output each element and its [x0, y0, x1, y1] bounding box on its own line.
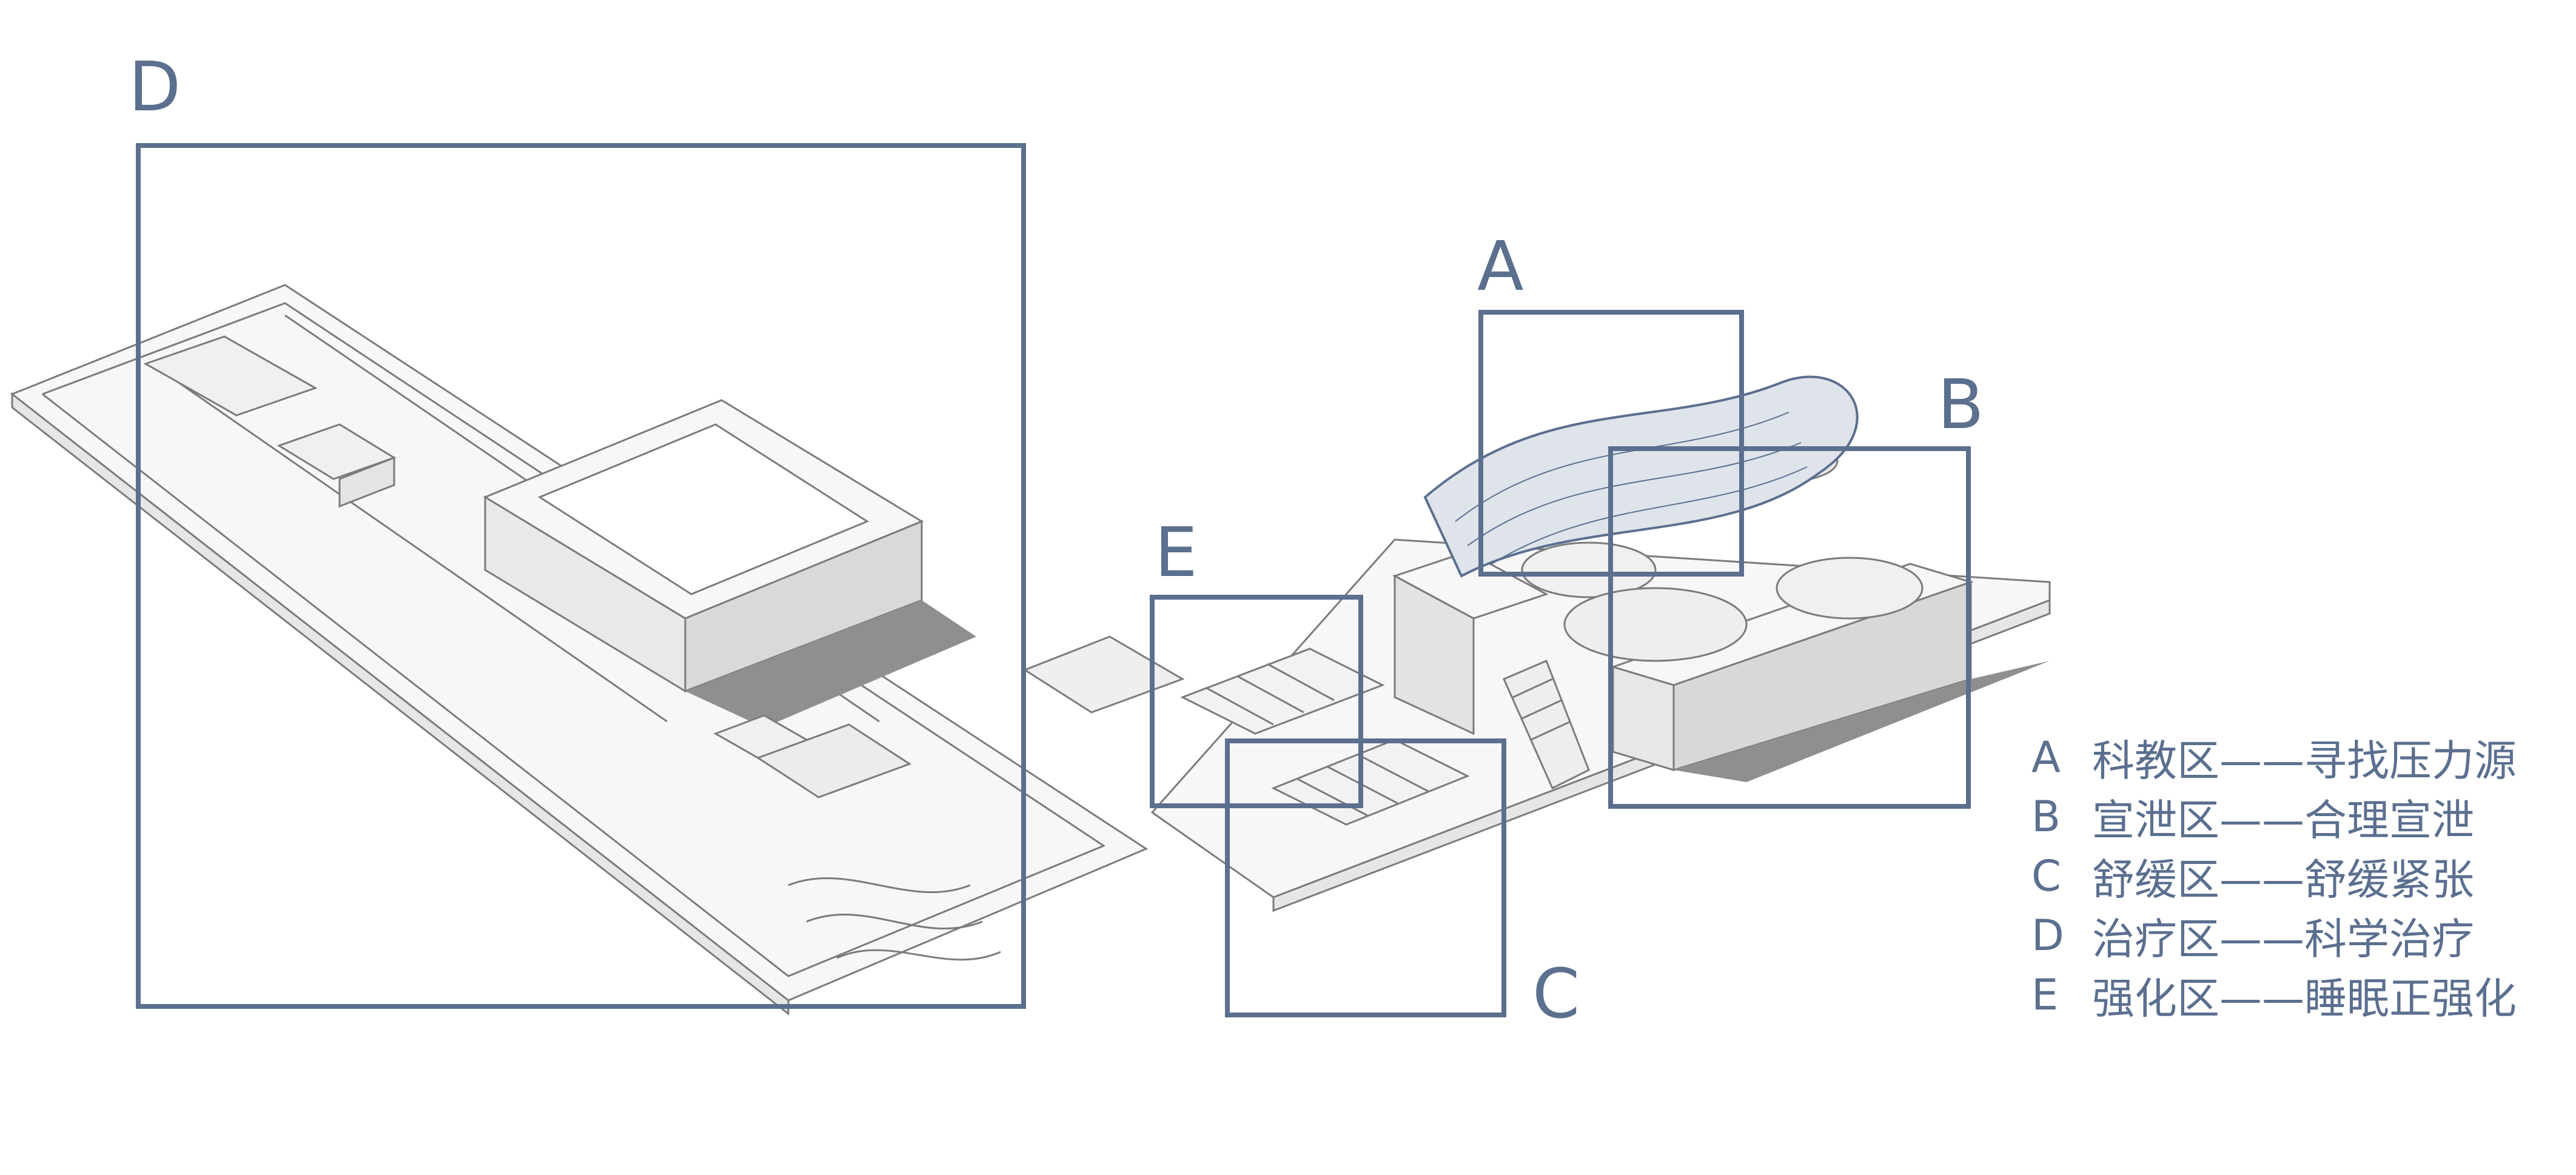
legend-text: 舒缓区——舒缓紧张: [2092, 854, 2474, 905]
garden-wave-1: [788, 877, 971, 894]
round-platform-1: [1521, 541, 1657, 598]
right-long-block-shadow: [1674, 661, 2050, 782]
left-site-platform: [10, 284, 1149, 1002]
wave-canopy: [1423, 375, 1859, 578]
legend-key: B: [2031, 792, 2061, 842]
zone-letter-e: E: [1155, 514, 1198, 592]
legend-text: 科教区——寻找压力源: [2092, 735, 2517, 786]
left-site-platform-edge: [11, 392, 790, 1016]
legend-text: 宣泄区——合理宣泄: [2092, 795, 2474, 845]
zone-letter-a: A: [1477, 227, 1524, 306]
large-building-shadow: [685, 600, 976, 728]
zone-legend: A 科教区——寻找压力源 B 宣泄区——合理宣泄 C 舒缓区——舒缓紧张 D 治…: [2031, 728, 2571, 1025]
connecting-corridor: [1022, 635, 1185, 714]
round-platform-2: [1563, 587, 1748, 662]
legend-row: E 强化区——睡眠正强化: [2031, 965, 2571, 1025]
terrace-block-5: [756, 723, 912, 798]
terrace-block-2: [338, 456, 395, 508]
zone-frame-b: [1608, 446, 1971, 809]
round-platform-3: [1776, 557, 1924, 620]
legend-text: 强化区——睡眠正强化: [2092, 973, 2517, 1023]
legend-row: D 治疗区——科学治疗: [2031, 906, 2571, 965]
garden-wave-2: [806, 913, 983, 930]
zone-letter-d: D: [129, 48, 181, 127]
legend-text: 治疗区——科学治疗: [2092, 914, 2474, 964]
right-tall-block-wall: [1394, 574, 1475, 735]
zone-frames: [136, 143, 1971, 1017]
zone-frame-d: [136, 143, 1026, 1009]
garden-wave-3: [836, 949, 1001, 961]
large-building-courtyard: [537, 423, 870, 595]
terrace-block-3: [143, 335, 318, 417]
right-long-block-front: [1612, 665, 1675, 772]
staircase: [1503, 660, 1590, 790]
legend-row: A 科教区——寻找压力源: [2031, 728, 2571, 787]
legend-key: C: [2031, 851, 2061, 901]
left-site-inner-border: [42, 302, 1106, 977]
legend-key: E: [2031, 970, 2059, 1020]
legend-row: C 舒缓区——舒缓紧张: [2031, 846, 2571, 906]
zone-letter-c: C: [1532, 955, 1580, 1034]
zone-frame-e: [1150, 595, 1363, 808]
legend-key: A: [2031, 732, 2061, 782]
zone-letter-b: B: [1937, 366, 1984, 444]
legend-row: B 宣泄区——合理宣泄: [2031, 787, 2571, 846]
zone-frame-c: [1225, 738, 1506, 1017]
legend-key: D: [2031, 911, 2064, 960]
